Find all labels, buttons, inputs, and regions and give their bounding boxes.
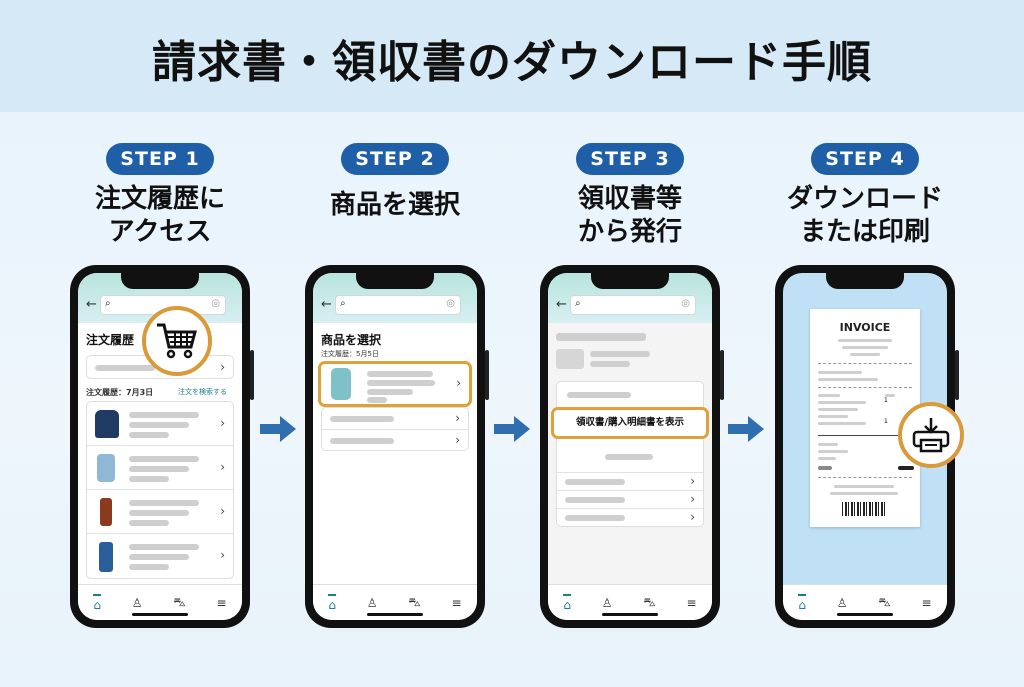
menu-icon[interactable]: ≡: [686, 595, 697, 610]
notch: [356, 273, 434, 289]
selected-product[interactable]: ›: [318, 361, 472, 407]
cart-icon[interactable]: ⛍: [878, 594, 891, 609]
step-title: 領収書等 から発行: [577, 184, 682, 247]
quantity: 1: [884, 418, 888, 425]
camera-icon: ◎: [681, 298, 690, 309]
header-band: [0, 0, 1024, 112]
list-item[interactable]: ›: [557, 508, 703, 526]
bottle-image: [99, 542, 113, 572]
phone-step-3: ← ⌕◎ › › › 領収書/購入明細書を表示 ⌂♙⛍≡: [540, 265, 724, 628]
quantity: 1: [884, 397, 888, 404]
search-icon: ⌕: [105, 298, 111, 309]
step-title: 商品を選択: [329, 190, 460, 220]
home-indicator: [367, 613, 423, 616]
search-icon: ⌕: [575, 298, 581, 309]
step-2-header: STEP 2 商品を選択: [295, 143, 495, 222]
list-item[interactable]: ›: [557, 490, 703, 508]
phone-step-4: INVOICE 1 1 ⌂ ♙ ⛍ ≡: [775, 265, 959, 628]
list-item[interactable]: ›: [87, 446, 233, 490]
list-item[interactable]: ›: [322, 408, 468, 430]
chevron-right-icon: ›: [455, 433, 460, 447]
list-item[interactable]: ›: [322, 430, 468, 452]
order-date: 注文履歴：5月5日: [321, 350, 379, 358]
chevron-right-icon: ›: [456, 376, 461, 390]
cart-icon[interactable]: ⛍: [173, 594, 186, 609]
home-indicator: [132, 613, 188, 616]
arrow-right-icon: [260, 416, 296, 442]
view-receipt-button[interactable]: 領収書/購入明細書を表示: [551, 407, 709, 439]
list-item[interactable]: ›: [87, 534, 233, 578]
shopping-cart-icon: [142, 306, 212, 376]
download-print-icon: [898, 402, 964, 468]
barcode: [842, 502, 886, 516]
step-badge: STEP 1: [106, 143, 214, 175]
notch: [826, 273, 904, 289]
camera-icon: ◎: [211, 298, 220, 309]
step-badge: STEP 2: [341, 143, 449, 175]
arrow-right-icon: [494, 416, 530, 442]
home-indicator: [602, 613, 658, 616]
search-input[interactable]: ⌕◎: [335, 295, 461, 315]
select-heading: 商品を選択: [321, 333, 382, 347]
menu-icon[interactable]: ≡: [216, 595, 227, 610]
chevron-right-icon: ›: [690, 492, 695, 506]
step-badge: STEP 3: [576, 143, 684, 175]
bottle-image: [97, 454, 115, 482]
list-item[interactable]: ›: [557, 472, 703, 490]
chevron-right-icon: ›: [220, 360, 225, 374]
invoice-title: INVOICE: [839, 321, 891, 334]
back-icon[interactable]: ←: [556, 297, 567, 312]
home-icon[interactable]: ⌂: [563, 593, 572, 612]
step-4-header: STEP 4 ダウンロード または印刷: [765, 143, 965, 249]
list-item[interactable]: ›: [87, 402, 233, 446]
user-icon[interactable]: ♙: [131, 595, 143, 610]
camera-icon: ◎: [446, 298, 455, 309]
cart-icon[interactable]: ⛍: [643, 594, 656, 609]
user-icon[interactable]: ♙: [366, 595, 378, 610]
notch: [121, 273, 199, 289]
step-title: 注文履歴に アクセス: [94, 184, 225, 247]
home-indicator: [837, 613, 893, 616]
list-item[interactable]: ›: [87, 490, 233, 534]
home-icon[interactable]: ⌂: [328, 593, 337, 612]
home-icon[interactable]: ⌂: [93, 593, 102, 612]
bottle-image: [331, 368, 351, 400]
jacket-image: [95, 410, 119, 438]
chevron-right-icon: ›: [220, 460, 225, 474]
cart-icon[interactable]: ⛍: [408, 594, 421, 609]
notch: [591, 273, 669, 289]
chevron-right-icon: ›: [455, 411, 460, 425]
product-list: ››: [321, 407, 469, 451]
orders-heading: 注文履歴: [86, 333, 135, 347]
chevron-right-icon: ›: [220, 416, 225, 430]
back-icon[interactable]: ←: [86, 297, 97, 312]
order-detail-card: › › ›: [556, 381, 704, 527]
step-1-header: STEP 1 注文履歴に アクセス: [60, 143, 260, 249]
page-title: 請求書・領収書のダウンロード手順: [152, 37, 872, 88]
chevron-right-icon: ›: [220, 504, 225, 518]
search-input[interactable]: ⌕◎: [570, 295, 696, 315]
chevron-right-icon: ›: [220, 548, 225, 562]
chevron-right-icon: ›: [690, 510, 695, 524]
menu-icon[interactable]: ≡: [921, 595, 932, 610]
order-date: 注文履歴：7月3日: [86, 388, 154, 397]
step-badge: STEP 4: [811, 143, 919, 175]
back-icon[interactable]: ←: [321, 297, 332, 312]
step-3-header: STEP 3 領収書等 から発行: [530, 143, 730, 249]
menu-icon[interactable]: ≡: [451, 595, 462, 610]
order-search-link[interactable]: 注文を検索する: [178, 388, 227, 396]
step-title: ダウンロード または印刷: [786, 184, 943, 247]
phone-step-2: ← ⌕◎ 商品を選択 注文履歴：5月5日 › ›› ⌂♙⛍≡: [305, 265, 489, 628]
chevron-right-icon: ›: [690, 474, 695, 488]
user-icon[interactable]: ♙: [601, 595, 613, 610]
arrow-right-icon: [728, 416, 764, 442]
home-icon[interactable]: ⌂: [798, 593, 807, 612]
bottle-image: [100, 498, 112, 526]
search-icon: ⌕: [340, 298, 346, 309]
order-list: › › › ›: [86, 401, 234, 579]
user-icon[interactable]: ♙: [836, 595, 848, 610]
